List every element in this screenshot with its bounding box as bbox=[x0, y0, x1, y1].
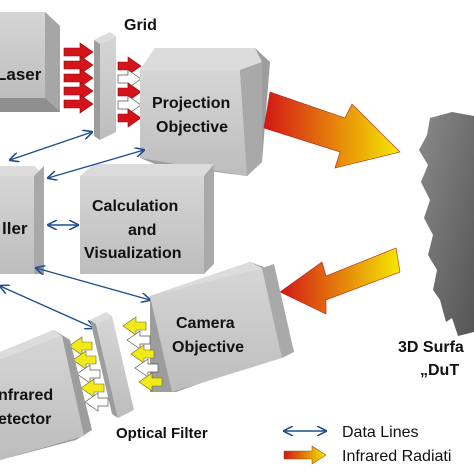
infrared-detector-block: nfrared etector bbox=[0, 330, 92, 460]
optical-filter-label: Optical Filter bbox=[116, 425, 208, 442]
projection-label-line1: Projection bbox=[152, 95, 230, 112]
legend-ir-label: Infrared Radiati bbox=[342, 448, 451, 465]
camera-objective-block: Camera Objective bbox=[150, 262, 294, 392]
legend: Data Lines Infrared Radiati bbox=[284, 424, 451, 465]
camera-label-line2: Objective bbox=[172, 339, 244, 356]
grid-output-arrows bbox=[117, 56, 142, 128]
calc-label-line3: Visualization bbox=[84, 245, 182, 262]
camera-ir-arrow bbox=[279, 247, 401, 315]
surface-label-line2: „DuT bbox=[420, 362, 459, 379]
calculation-block: Calculation and Visualization bbox=[80, 164, 214, 274]
filter-input-arrows bbox=[68, 336, 109, 412]
laser-label: Laser bbox=[0, 65, 42, 84]
surface-dut: 3D Surfa „DuT bbox=[398, 112, 474, 379]
data-line-projection bbox=[48, 150, 144, 178]
projection-objective-block: Projection Objective bbox=[140, 48, 270, 176]
detector-label-line2: etector bbox=[0, 411, 51, 428]
calc-label-line1: Calculation bbox=[92, 198, 178, 215]
grid-plate: Grid bbox=[94, 17, 157, 140]
controller-label: ller bbox=[2, 219, 28, 238]
data-line-detector bbox=[0, 286, 94, 328]
laser-beam-arrows bbox=[63, 42, 94, 114]
data-line-laser-grid bbox=[10, 132, 92, 160]
legend-data-lines-label: Data Lines bbox=[342, 424, 419, 441]
data-lines bbox=[0, 132, 150, 328]
grid-label: Grid bbox=[124, 17, 157, 34]
controller-block: ller bbox=[0, 166, 44, 274]
calc-label-line2: and bbox=[128, 222, 156, 239]
projection-label-line2: Objective bbox=[156, 119, 228, 136]
legend-ir-swatch bbox=[283, 445, 327, 465]
filter-output-arrows bbox=[122, 316, 163, 392]
surface-label-line1: 3D Surfa bbox=[398, 339, 464, 356]
camera-label-line1: Camera bbox=[176, 315, 235, 332]
optical-filter-plate bbox=[90, 312, 134, 418]
detector-label-line1: nfrared bbox=[0, 387, 53, 404]
data-line-camera bbox=[36, 268, 150, 300]
projection-ir-arrow bbox=[263, 91, 401, 169]
laser-block: Laser bbox=[0, 12, 60, 112]
